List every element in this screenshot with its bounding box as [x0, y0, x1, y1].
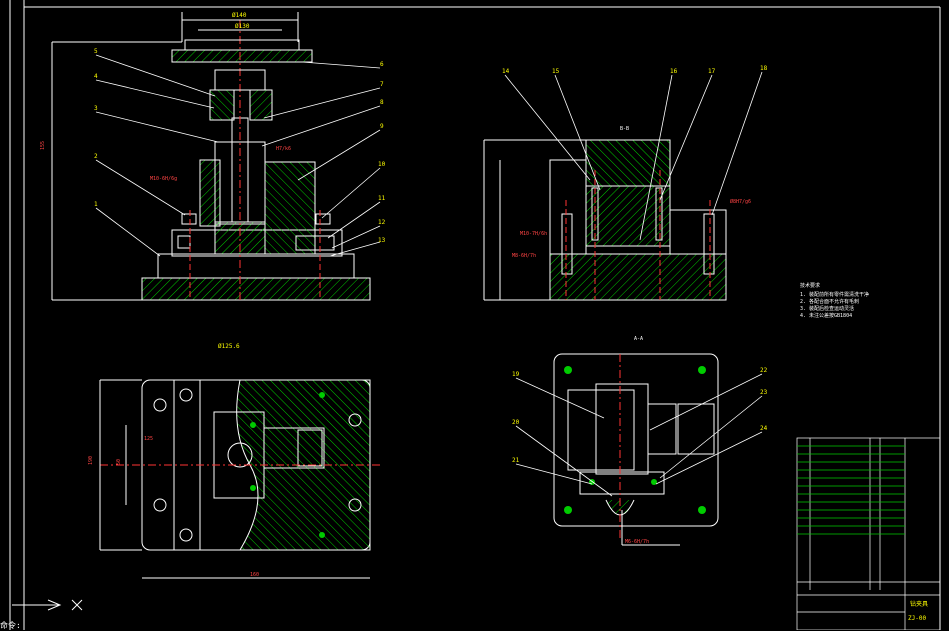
aa-section-view: A-A 19 20 21 22 23 24 M6-6H/7h	[512, 336, 768, 546]
dim-190: 190	[88, 456, 94, 465]
part-label-13: 13	[378, 237, 386, 244]
part-label-14: 14	[502, 68, 510, 75]
part-label-7: 7	[380, 81, 384, 88]
part-label-21: 21	[512, 457, 520, 464]
part-label-5: 5	[94, 48, 98, 55]
command-prompt-text: 命令:	[0, 621, 21, 630]
technical-notes: 技术要求 1. 装配前所有零件需清洗干净 2. 各配合面不允许有毛刺 3. 装配…	[800, 282, 869, 319]
section-title-aa: A-A	[634, 336, 643, 342]
note-4: 4. 未注公差按GB1804	[800, 312, 852, 319]
dim-phi140: Ø140	[232, 12, 247, 19]
dim-125: 125	[144, 436, 153, 442]
part-label-2: 2	[94, 153, 98, 160]
part-label-4: 4	[94, 73, 98, 80]
command-line[interactable]: 命令:	[0, 620, 21, 631]
part-label-12: 12	[378, 219, 386, 226]
part-label-24: 24	[760, 425, 768, 432]
note-1: 1. 装配前所有零件需清洗干净	[800, 291, 869, 298]
title-block-name: 钻夹具	[910, 600, 928, 608]
part-label-17: 17	[708, 68, 716, 75]
part-label-6: 6	[380, 61, 384, 68]
dim-160: 160	[250, 572, 259, 578]
part-label-9: 9	[380, 123, 384, 130]
notes-title: 技术要求	[800, 282, 820, 289]
part-label-8: 8	[380, 99, 384, 106]
note-3: 3. 装配后检查运动灵活	[800, 305, 854, 312]
dim-height-155: 155	[40, 141, 46, 150]
part-label-1: 1	[94, 201, 98, 208]
note-2: 2. 各配合面不允许有毛刺	[800, 298, 859, 305]
dim-h7k6: H7/k6	[276, 146, 291, 152]
front-section-view: Ø140 Ø130 155 5 4 3	[40, 12, 386, 301]
dim-50: 50	[116, 459, 122, 465]
part-label-11: 11	[378, 195, 386, 202]
part-label-15: 15	[552, 68, 560, 75]
part-label-18: 18	[760, 65, 768, 72]
top-plan-view: Ø125.6 190 160 50 125	[88, 343, 380, 579]
part-label-20: 20	[512, 419, 520, 426]
part-label-16: 16	[670, 68, 678, 75]
part-label-22: 22	[760, 367, 768, 374]
dim-m10-7h: M10-7H/6h	[520, 231, 547, 237]
bb-section-view: B-B 14 15 16 17 18 M10-7H/6h M8-6H/7h Ø8…	[483, 65, 768, 301]
part-label-10: 10	[378, 161, 386, 168]
part-label-23: 23	[760, 389, 768, 396]
title-block-code: ZJ-00	[908, 615, 926, 622]
part-label-19: 19	[512, 371, 520, 378]
part-label-3: 3	[94, 105, 98, 112]
dim-phi125: Ø125.6	[218, 343, 240, 350]
dim-m10-fit: M10-6H/6g	[150, 176, 177, 182]
title-block	[796, 437, 941, 630]
dim-m6: M6-6H/7h	[625, 539, 649, 545]
ucs-axis-icon	[12, 599, 83, 611]
section-title-bb: B-B	[620, 126, 629, 132]
dim-phi130: Ø130	[235, 23, 250, 30]
dim-phi8-h7g6: Ø8H7/g6	[730, 198, 751, 205]
dim-m8: M8-6H/7h	[512, 253, 536, 259]
